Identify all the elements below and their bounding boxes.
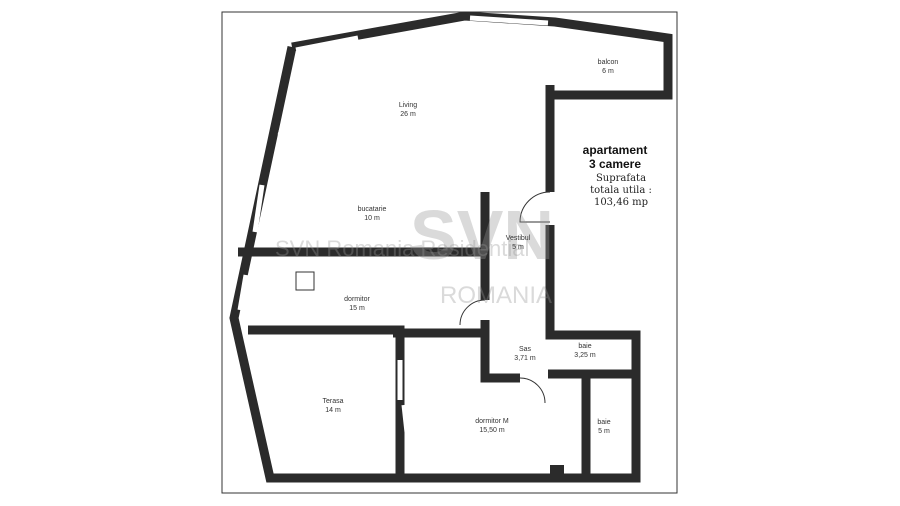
watermark-text: SVN Romania Residential — [275, 236, 530, 261]
walls — [229, 11, 673, 483]
windows — [237, 15, 560, 461]
wall-column — [550, 465, 564, 478]
doors — [295, 191, 551, 404]
watermark-logo-sub: ROMANIA — [440, 282, 553, 309]
watermark-logo: SVN — [410, 196, 554, 274]
plan-frame — [221, 11, 678, 494]
